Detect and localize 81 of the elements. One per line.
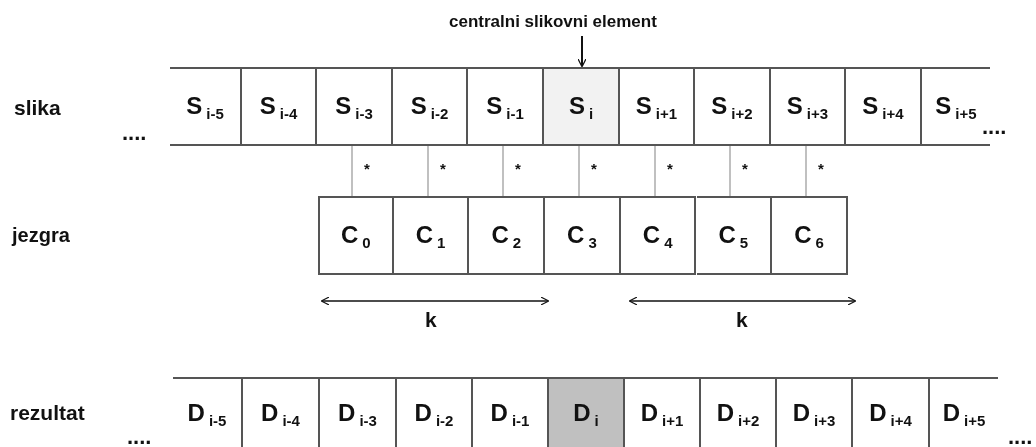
connector-line [578,145,580,197]
connector-line [502,145,504,197]
kernel-cell [696,196,773,275]
cell-label: C$_{1}$ [415,220,446,251]
edge-label: * [364,160,370,177]
row-label: slika [14,96,61,120]
cell-label: C$_{6}$ [794,220,824,251]
row-label: jezgra [12,224,70,247]
connector-line [805,145,807,197]
cell-label: C$_{5}$ [718,220,749,251]
connector-line [654,145,656,197]
cell-label: D$_{i-1}$ [490,399,530,429]
connector-line [351,145,353,197]
cell-label: C$_{0}$ [341,220,371,251]
row-label: k [736,308,748,332]
result-cell [625,377,701,447]
result-cell [320,377,397,447]
connector-line [729,145,731,197]
arrow [577,35,587,68]
row-label: .... [1008,424,1033,447]
kernel-cell [545,196,621,275]
pixel-cell [170,67,242,146]
cell-label: S$_{i+5}$ [935,91,977,122]
result-cell [243,377,320,447]
pixel-cell [771,67,846,146]
result-cell [777,377,853,447]
cell-label: D$_{i-4}$ [261,399,300,429]
pixel-cell [242,67,317,146]
kernel-cell [469,196,546,275]
kernel-cell [318,196,394,275]
cell-label: S$_{i+3}$ [786,91,829,122]
edge-label: * [591,160,597,177]
cell-label: C$_{3}$ [567,220,597,251]
row-label: .... [127,424,152,447]
edge-label: * [515,160,521,177]
kernel-cell [393,196,470,275]
row-label: rezultat [10,401,85,425]
cell-label: D$_{i+3}$ [792,399,836,429]
cell-label: D$_{i+5}$ [942,399,986,429]
cell-label: D$_{i+1}$ [640,399,684,429]
edge-label: * [667,160,673,177]
pixel-cell [393,67,468,146]
pixel-cell [544,67,620,146]
result-cell [173,377,243,447]
cell-label: D$_{i-3}$ [338,399,377,429]
cell-label: C$_{2}$ [491,220,522,251]
edge-label: * [818,160,824,177]
kernel-cell [620,196,697,275]
callout-text: centralni slikovni element [449,12,657,32]
cell-label: S$_{i-4}$ [259,91,298,122]
cell-label: D$_{i-2}$ [414,399,454,429]
cell-label: C$_{4}$ [642,220,673,251]
cell-label: D$_{i+2}$ [716,399,760,429]
result-cell [853,377,930,447]
pixel-cell [695,67,771,146]
edge-label: * [742,160,748,177]
cell-label: S$_{i}$ [568,91,594,122]
connector-line [427,145,429,197]
row-label: k [425,308,437,332]
cell-label: S$_{i-2}$ [410,91,449,122]
cell-label: D$_{i+4}$ [869,399,912,429]
result-cell [473,377,549,447]
pixel-cell [317,67,393,146]
pixel-cell [846,67,922,146]
row-label: .... [982,114,1007,140]
result-cell [549,377,625,447]
cell-label: S$_{i+1}$ [635,91,678,122]
row-label: .... [122,120,147,146]
cell-label: D$_{i-5}$ [187,399,227,429]
cell-label: S$_{i+2}$ [711,91,753,122]
kernel-cell [772,196,848,275]
cell-label: S$_{i-1}$ [486,91,524,122]
cell-label: D$_{i}$ [573,399,599,429]
pixel-cell [468,67,544,146]
result-cell [701,377,777,447]
pixel-cell [620,67,695,146]
cell-label: S$_{i+4}$ [862,91,904,122]
edge-label: * [440,160,446,177]
cell-label: S$_{i-3}$ [335,91,373,122]
result-cell [397,377,473,447]
cell-label: S$_{i-5}$ [186,91,224,122]
